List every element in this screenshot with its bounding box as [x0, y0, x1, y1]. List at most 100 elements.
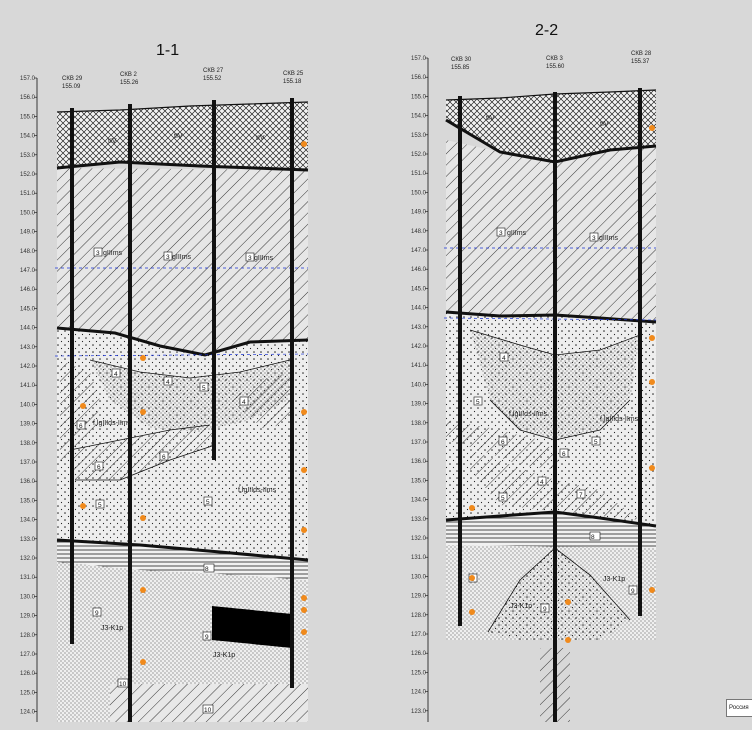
depth-tick-label: 130.0: [411, 574, 427, 580]
depth-tick-label: 148.0: [20, 249, 36, 255]
svg-text:4: 4: [540, 479, 544, 486]
depth-tick-label: 138.0: [20, 441, 36, 447]
depth-tick-label: 155.0: [411, 94, 427, 100]
depth-scale-1: 157.0156.0155.0154.0153.0152.0151.0150.0…: [20, 76, 37, 716]
borehole-label: СКВ 29: [62, 76, 83, 82]
svg-text:6: 6: [562, 451, 566, 458]
svg-text:9: 9: [205, 634, 209, 641]
black-lens-1: [212, 606, 292, 648]
water-level-1b: [54, 353, 309, 357]
layer-number-box: 6: [559, 448, 569, 458]
depth-tick-label: 141.0: [411, 363, 427, 369]
depth-scale-2: 157.0156.0155.0154.0153.0152.0151.0150.0…: [411, 56, 428, 715]
layer-loam-2-hatch: [446, 140, 656, 322]
depth-tick-label: 137.0: [411, 440, 427, 446]
depth-tick-label: 146.0: [20, 287, 36, 293]
depth-tick-label: 131.0: [411, 555, 427, 561]
layer-number-box: 9: [92, 607, 102, 617]
depth-tick-label: 141.0: [20, 383, 36, 389]
borehole-elevation: 155.18: [283, 79, 302, 85]
depth-tick-label: 143.0: [411, 325, 427, 331]
layer-number-box: 5: [199, 382, 209, 392]
depth-tick-label: 127.0: [20, 652, 36, 658]
depth-tick-label: 136.0: [411, 459, 427, 465]
depth-tick-label: 143.0: [20, 345, 36, 351]
svg-text:5: 5: [98, 502, 102, 509]
layer-label: J3-K1p: [510, 603, 532, 610]
depth-tick-label: 128.0: [411, 613, 427, 619]
borehole-label: СКВ 25: [283, 71, 304, 77]
svg-text:3: 3: [499, 230, 503, 237]
depth-tick-label: 139.0: [411, 402, 427, 408]
lens-loam-1c: [230, 372, 292, 430]
water-level-2b: [443, 317, 657, 321]
svg-text:5: 5: [476, 399, 480, 406]
depth-tick-label: 125.0: [20, 690, 36, 696]
svg-text:3: 3: [96, 250, 100, 257]
layer-number-box: 3: [93, 247, 103, 257]
depth-tick-label: 131.0: [20, 575, 36, 581]
boundary-fill-base-1: [56, 160, 309, 172]
layer-number-box: 9: [202, 631, 212, 641]
layer-label: gIIIms: [103, 250, 123, 257]
borehole-1-25: [290, 98, 294, 688]
depth-tick-label: 157.0: [411, 56, 427, 62]
layer-fill-2-cross: [446, 90, 656, 162]
borehole-elevation: 155.60: [546, 64, 565, 70]
depth-tick-label: 154.0: [20, 134, 36, 140]
borehole-label: СКВ 30: [451, 57, 472, 63]
svg-text:6: 6: [79, 423, 83, 430]
layer-number-box: 4: [111, 368, 121, 378]
svg-text:10: 10: [119, 681, 127, 688]
borehole-elevation: 155.37: [631, 59, 650, 65]
depth-tick-label: 152.0: [20, 172, 36, 178]
surface-line-1: [56, 101, 309, 113]
depth-tick-label: 145.0: [20, 306, 36, 312]
sample-markers-2: [469, 125, 655, 643]
depth-tick-label: 140.0: [20, 402, 36, 408]
svg-text:9: 9: [543, 606, 547, 613]
depth-tick-label: 155.0: [20, 114, 36, 120]
svg-text:3: 3: [592, 235, 596, 242]
svg-text:9: 9: [95, 610, 99, 617]
layer-label: tIV: [486, 115, 495, 122]
depth-tick-label: 136.0: [20, 479, 36, 485]
depth-tick-label: 147.0: [20, 268, 36, 274]
depth-tick-label: 138.0: [411, 421, 427, 427]
svg-text:3: 3: [248, 255, 252, 262]
layer-number-box: 7: [576, 489, 586, 499]
svg-text:4: 4: [114, 371, 118, 378]
borehole-label: СКВ 3: [546, 56, 563, 62]
layer-loam-1-hatch: [57, 168, 308, 355]
borehole-elevation: 155.52: [203, 76, 222, 82]
layer-number-box: 8: [203, 563, 215, 573]
section-2-geology: СКВ 30 155.85 СКВ 3 155.60 СКВ 28 155.37…: [443, 51, 657, 722]
lens-outline-1: [89, 359, 291, 379]
depth-tick-label: 140.0: [411, 382, 427, 388]
depth-tick-label: 152.0: [411, 152, 427, 158]
svg-text:3: 3: [166, 254, 170, 261]
svg-text:5: 5: [202, 385, 206, 392]
depth-tick-label: 129.0: [20, 614, 36, 620]
layer-label: tIV: [108, 138, 117, 145]
depth-tick-label: 130.0: [20, 594, 36, 600]
layer-band-2-lines: [446, 512, 656, 548]
layer-number-box: 4: [239, 396, 249, 406]
layer-bottom-1-hatch: [110, 684, 308, 722]
borehole-elevation: 155.09: [62, 84, 81, 90]
depth-tick-label: 132.0: [411, 536, 427, 542]
lens-outline-1c: [75, 444, 216, 481]
depth-tick-label: 134.0: [20, 518, 36, 524]
depth-tick-label: 156.0: [411, 75, 427, 81]
layer-number-box: 5: [95, 499, 105, 509]
depth-tick-label: 150.0: [411, 190, 427, 196]
depth-tick-label: 125.0: [411, 670, 427, 676]
depth-tick-label: 151.0: [411, 171, 427, 177]
depth-tick-label: 142.0: [411, 344, 427, 350]
layer-number-box: 3: [163, 251, 173, 261]
layer-number-box: 6: [94, 461, 104, 471]
layer-number-box: 8: [589, 531, 601, 541]
svg-text:8: 8: [205, 566, 209, 573]
depth-tick-label: 147.0: [411, 248, 427, 254]
